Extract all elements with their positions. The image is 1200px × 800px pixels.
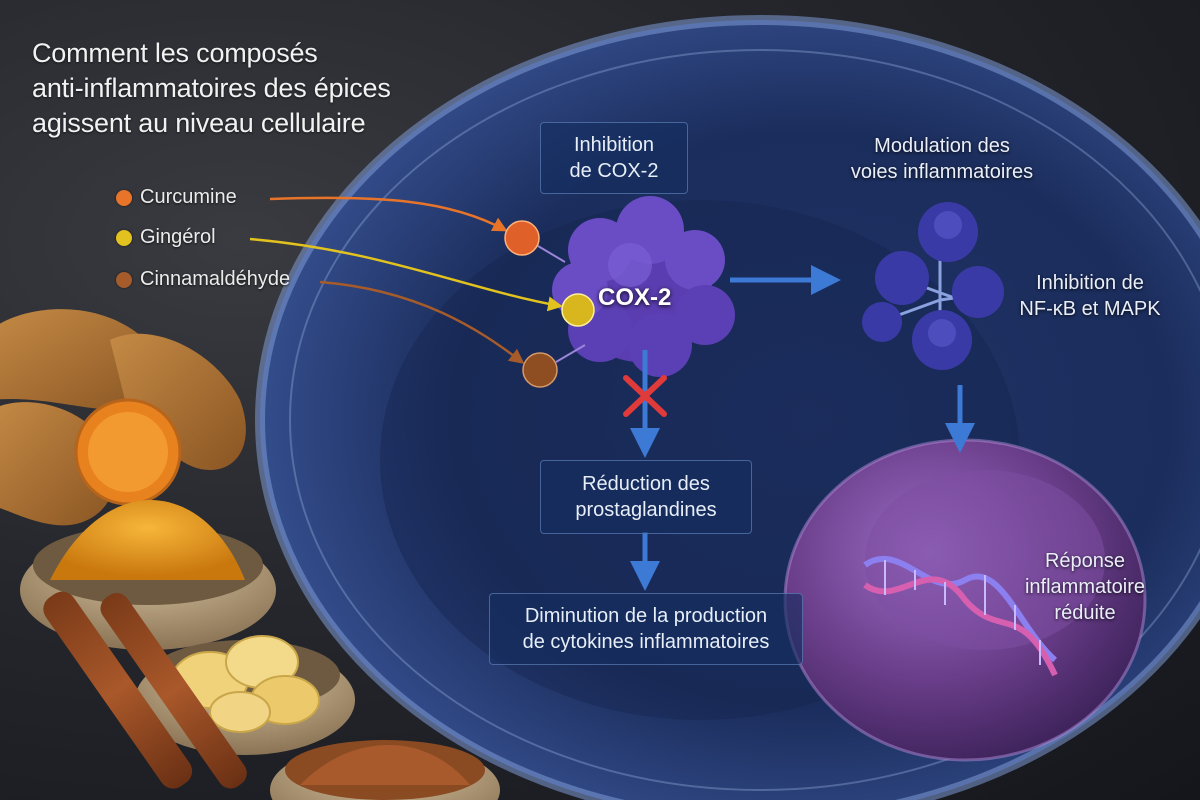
cytokines-box: Diminution de la production de cytokines…: [489, 593, 803, 665]
dna-helix-icon: [863, 555, 1058, 677]
gingerol-dot-icon: [116, 229, 132, 246]
legend-item-curcumine: Curcumine: [116, 186, 237, 209]
spices-illustration: [0, 309, 500, 800]
modulation-label: Modulation des voies inflammatoires: [850, 135, 1034, 183]
curcumine-dot-icon: [116, 189, 132, 206]
gingerol-molecule: [561, 293, 595, 327]
legend-item-gingerol: Gingérol: [116, 226, 216, 249]
prostaglandins-box: Réduction des prostaglandines: [540, 460, 752, 534]
response-label: Réponse inflammatoire réduite: [1024, 550, 1146, 624]
cox2-label: COX-2: [598, 284, 672, 311]
block-x-icon: [623, 375, 667, 417]
legend-item-cinnamaldehyde: Cinnamaldéhyde: [116, 268, 290, 291]
compound-paths: [249, 196, 595, 388]
curcumine-molecule: [504, 220, 540, 256]
nfkb-mapk-label: Inhibition de NF-κB et MAPK: [1019, 272, 1161, 320]
cinnamon-stick-icon: [43, 591, 193, 789]
cinnamaldehyde-molecule: [522, 352, 558, 388]
cox-inhibition-box: Inhibition de COX-2: [540, 122, 688, 194]
flow-arrows: [630, 265, 975, 591]
diagram-title: Comment les composés anti-inflammatoires…: [32, 38, 391, 139]
cinnamaldehyde-dot-icon: [116, 271, 132, 288]
protein-cluster: [862, 202, 1004, 370]
